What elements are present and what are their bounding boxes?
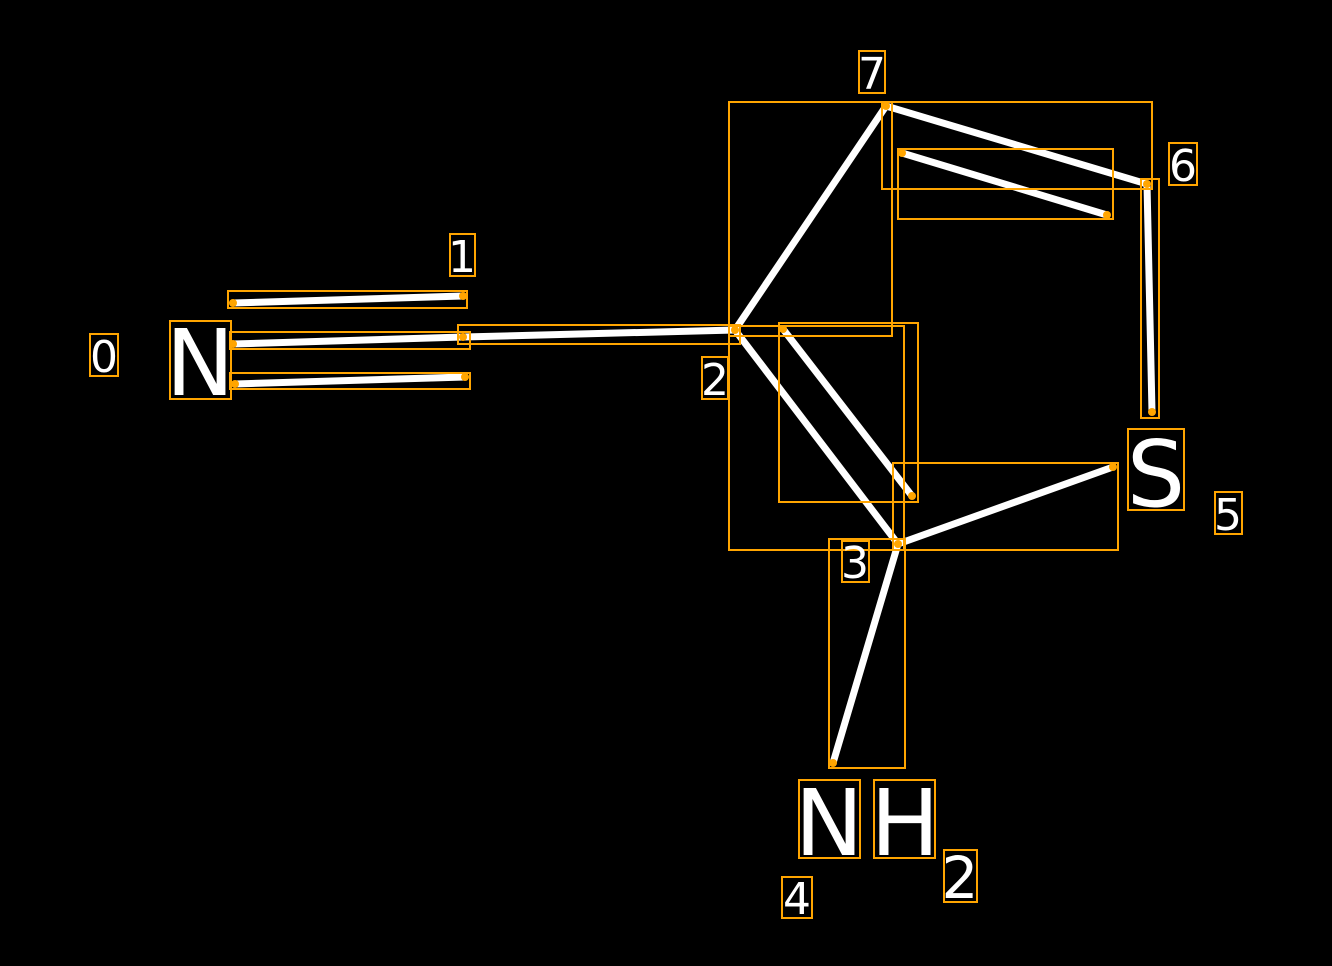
- bond-0-1-b: [229, 333, 467, 348]
- bond-0-1-c: [231, 373, 469, 388]
- atom-4-label-subscript: 2: [942, 844, 979, 912]
- atom-index-5: 5: [1214, 490, 1242, 541]
- atom-index-0: 0: [90, 332, 118, 383]
- atom-index-7: 7: [858, 49, 886, 100]
- atom-index-6: 6: [1169, 141, 1197, 192]
- bond-3-4: [829, 540, 902, 767]
- bond-7-6: [882, 102, 1151, 188]
- bond-box: [728, 325, 905, 551]
- bond-box: [892, 462, 1119, 551]
- bond-endpoints: [229, 102, 1156, 767]
- bond-box: [778, 322, 919, 503]
- bonds: [229, 102, 1156, 767]
- atom-4-label-h: H: [870, 770, 939, 877]
- atom-indices: 0 1 2 3 4 5 6 7: [89, 49, 1243, 925]
- bond-boxes: [227, 101, 1160, 769]
- bond-box: [881, 101, 1153, 190]
- atom-5-label: S: [1127, 421, 1185, 528]
- bond-5-3: [894, 463, 1117, 548]
- bond-6-5: [1143, 180, 1156, 416]
- bond-box: [828, 538, 906, 769]
- bond-3-2: [731, 326, 902, 548]
- bond-2-7: [731, 102, 890, 334]
- atom-index-2: 2: [701, 355, 729, 406]
- bond-box: [728, 101, 893, 337]
- bond-box: [227, 290, 468, 309]
- atom-index-3: 3: [841, 538, 869, 589]
- atom-labels: N S N H 2: [166, 310, 1186, 912]
- bond-box: [1140, 178, 1160, 419]
- atom-0-label: N: [166, 310, 235, 417]
- bond-3-2-inner: [779, 325, 916, 500]
- bond-1-2: [459, 326, 739, 341]
- atom-index-4: 4: [783, 874, 811, 925]
- bond-box: [457, 324, 741, 345]
- bond-box: [897, 148, 1114, 220]
- bond-0-1-a: [229, 292, 467, 307]
- atom-index-1: 1: [448, 232, 476, 283]
- bond-7-6-inner: [898, 149, 1111, 219]
- atom-4-label-n: N: [795, 770, 864, 877]
